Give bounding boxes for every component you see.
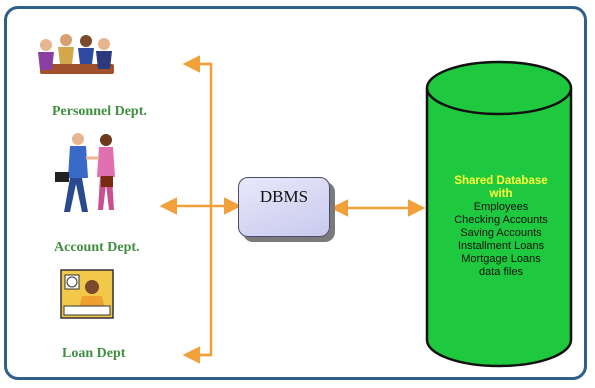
database-title-line1: Shared Database: [454, 175, 548, 187]
database-title-line2: with: [489, 188, 513, 200]
database-item: Checking Accounts: [454, 214, 548, 226]
office-worker-icon: [60, 269, 114, 319]
database-item: Mortgage Loans: [461, 253, 541, 265]
meeting-people-icon: [38, 34, 114, 74]
database-contents: Shared Database with Employees Checking …: [432, 175, 570, 279]
dbms-box: DBMS: [238, 177, 330, 237]
database-item: Installment Loans: [457, 240, 545, 252]
database-cylinder: [425, 60, 573, 368]
dept-label-loan: Loan Dept: [62, 346, 126, 361]
database-item: data files: [478, 266, 524, 278]
database-item: Employees: [473, 201, 529, 213]
database-item: Saving Accounts: [460, 227, 542, 239]
dept-label-account: Account Dept.: [54, 240, 140, 255]
dept-label-personnel: Personnel Dept.: [52, 104, 147, 119]
connector-bracket: [187, 62, 213, 357]
dbms-label: DBMS: [259, 187, 309, 206]
handshake-people-icon: [55, 133, 115, 212]
